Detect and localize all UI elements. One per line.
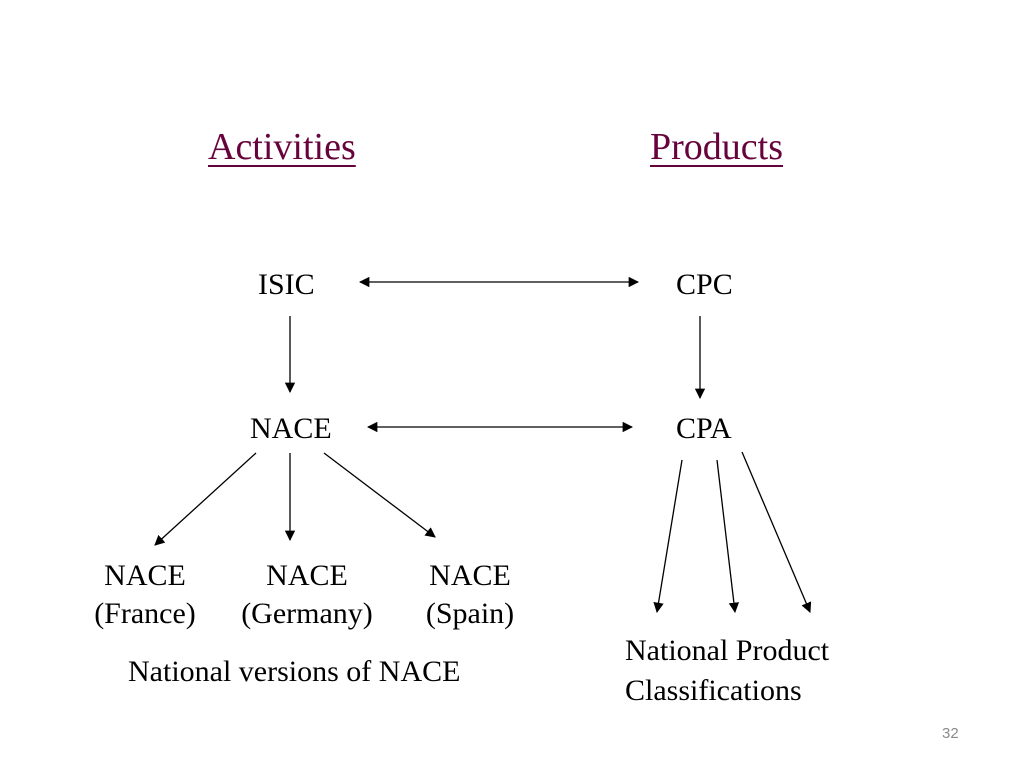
nace-node: NACE <box>250 412 332 445</box>
nace-spain-node: NACE (Spain) <box>410 557 530 633</box>
cpa-to-national-arrow-2 <box>716 459 740 614</box>
cpa-node: CPA <box>676 412 732 445</box>
national-product-line: National Product <box>625 634 830 667</box>
nace-to-france-arrow <box>154 452 257 546</box>
page-number: 32 <box>942 725 959 742</box>
isic-node: ISIC <box>258 268 315 301</box>
nace-france-name: NACE <box>104 559 186 592</box>
cpa-to-national-arrow-3 <box>741 451 812 613</box>
cpa-to-national-arrow-1 <box>653 459 683 614</box>
nace-spain-name: NACE <box>429 559 511 592</box>
nace-germany-name: NACE <box>266 559 348 592</box>
nace-spain-country: (Spain) <box>425 597 515 630</box>
nace-france-country: (France) <box>94 597 196 630</box>
national-versions-caption: National versions of NACE <box>128 655 461 688</box>
nace-to-spain-arrow <box>323 452 436 538</box>
nace-germany-country: (Germany) <box>241 597 373 630</box>
classifications-line: Classifications <box>625 674 802 707</box>
nace-germany-node: NACE (Germany) <box>226 557 388 633</box>
cpc-node: CPC <box>676 268 733 301</box>
activities-heading: Activities <box>208 126 356 168</box>
national-product-classifications-caption: National Product Classifications <box>625 631 829 711</box>
nace-france-node: NACE (France) <box>80 557 210 633</box>
products-heading: Products <box>650 126 783 168</box>
